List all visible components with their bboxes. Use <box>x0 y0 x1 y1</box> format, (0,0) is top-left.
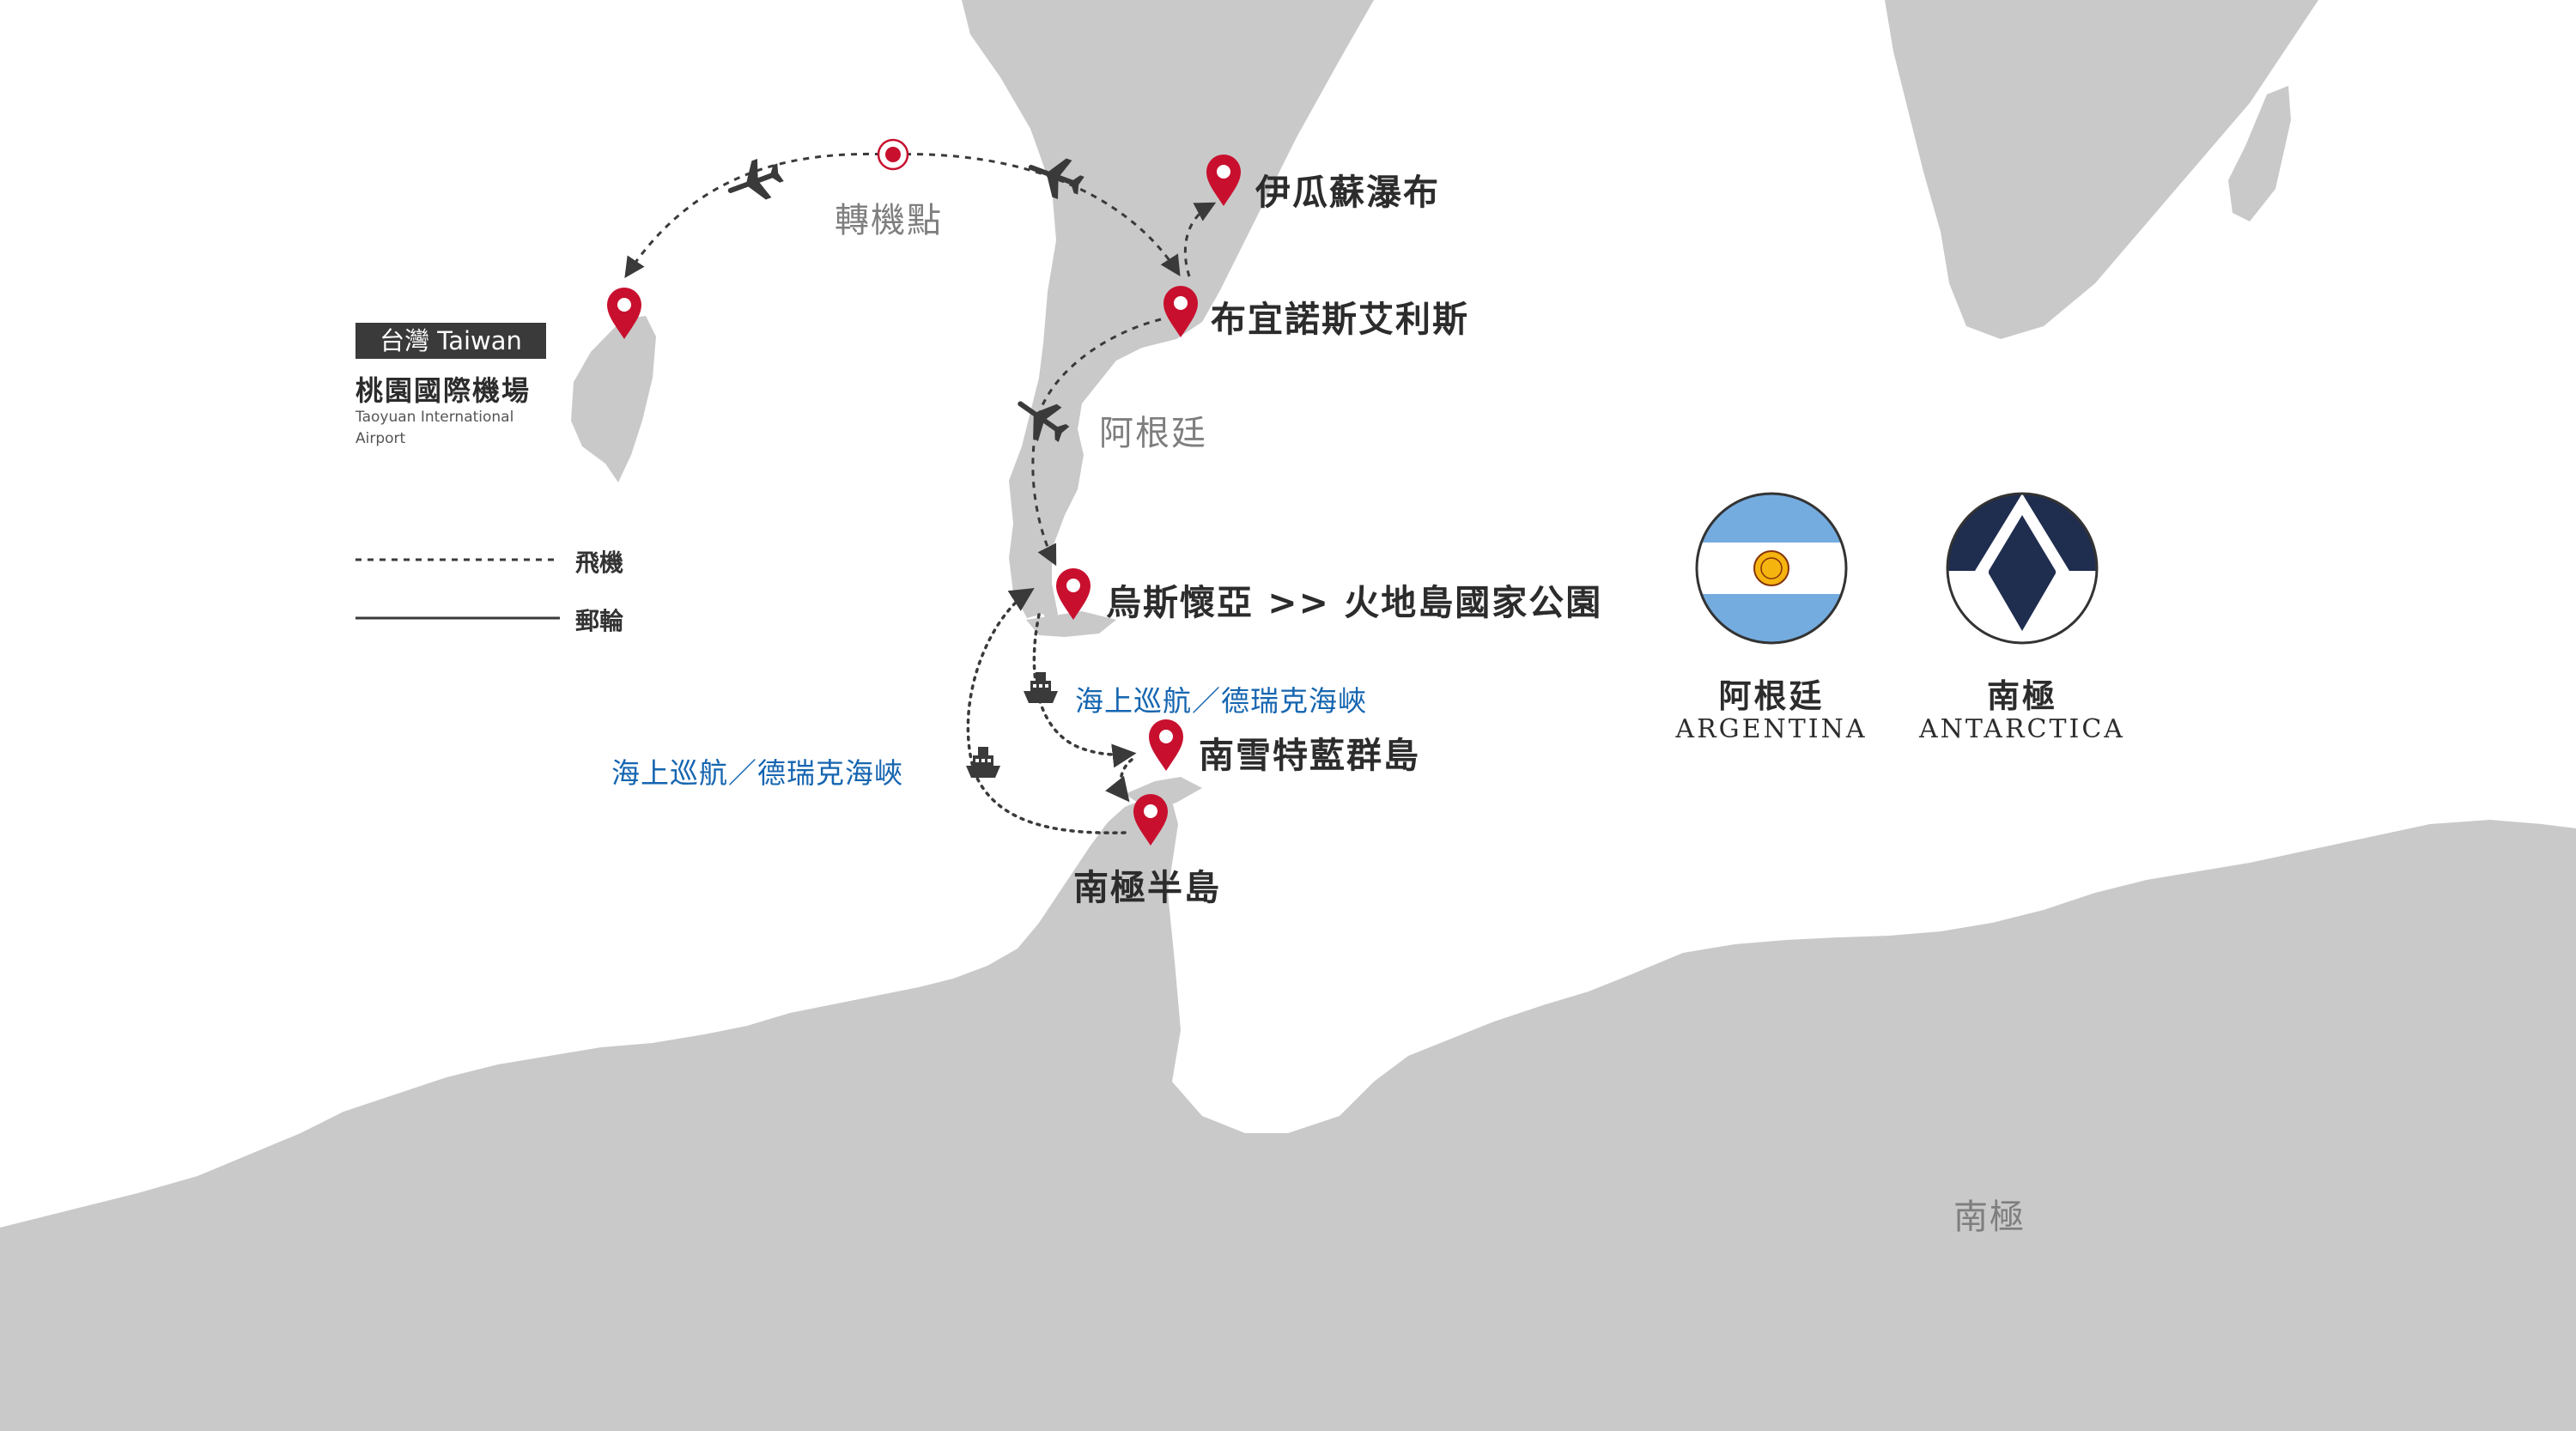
flag-name-zh-argentina: 阿根廷 <box>1718 677 1825 715</box>
flag-name-zh-antarctica: 南極 <box>1986 677 2057 715</box>
airport-name-en: Taoyuan International Airport <box>355 409 514 447</box>
cruise-route-label: 海上巡航／德瑞克海峽 <box>1075 684 1367 718</box>
africa-landmass <box>1885 0 2318 339</box>
antarctica-flag-icon <box>1946 492 2099 645</box>
flag-name-en-argentina: ARGENTINA <box>1675 714 1868 744</box>
cruise-route-label: 海上巡航／德瑞克海峽 <box>611 756 903 790</box>
region-argentina: 阿根廷 <box>1099 414 1207 453</box>
argentina-flag-icon <box>1695 492 1848 645</box>
destination-ushuaia: 烏斯懷亞 >> 火地島國家公園 <box>1106 582 1603 623</box>
route-transfer-to-taiwan <box>624 152 894 278</box>
route-ba-to-ushuaia <box>1031 318 1162 567</box>
cruise-ship-icon <box>1024 672 1058 703</box>
destination-buenos-aires: 布宜諾斯艾利斯 <box>1211 299 1469 340</box>
transfer-point-icon <box>877 138 909 171</box>
taiwan-landmass <box>571 316 656 482</box>
legend-flight-label: 飛機 <box>575 549 624 577</box>
airport-name-zh: 桃園國際機場 <box>355 374 532 407</box>
destination-south-shetland: 南雪特藍群島 <box>1199 735 1420 776</box>
destination-iguazu: 伊瓜蘇瀑布 <box>1255 172 1440 213</box>
legend-cruise-label: 郵輪 <box>575 607 624 635</box>
pin-south-shetland <box>1149 719 1183 771</box>
transfer-point-label: 轉機點 <box>835 201 943 240</box>
antarctica-landmass <box>0 785 2576 1431</box>
cruise-shetland-to-peninsula <box>1105 758 1133 803</box>
taiwan-badge: 台灣 Taiwan <box>355 323 546 359</box>
airplane-icon <box>720 153 788 211</box>
tierra-del-fuego <box>1026 611 1116 637</box>
destination-antarctic-peninsula: 南極半島 <box>1073 867 1221 908</box>
madagascar-landmass <box>2228 86 2291 221</box>
route-buenos-aires-to-iguazu <box>1183 202 1217 277</box>
flag-name-en-antarctica: ANTARCTICA <box>1919 714 2125 744</box>
region-antarctica: 南極 <box>1953 1198 2026 1237</box>
cruise-ushuaia-to-shetland <box>1032 613 1137 768</box>
